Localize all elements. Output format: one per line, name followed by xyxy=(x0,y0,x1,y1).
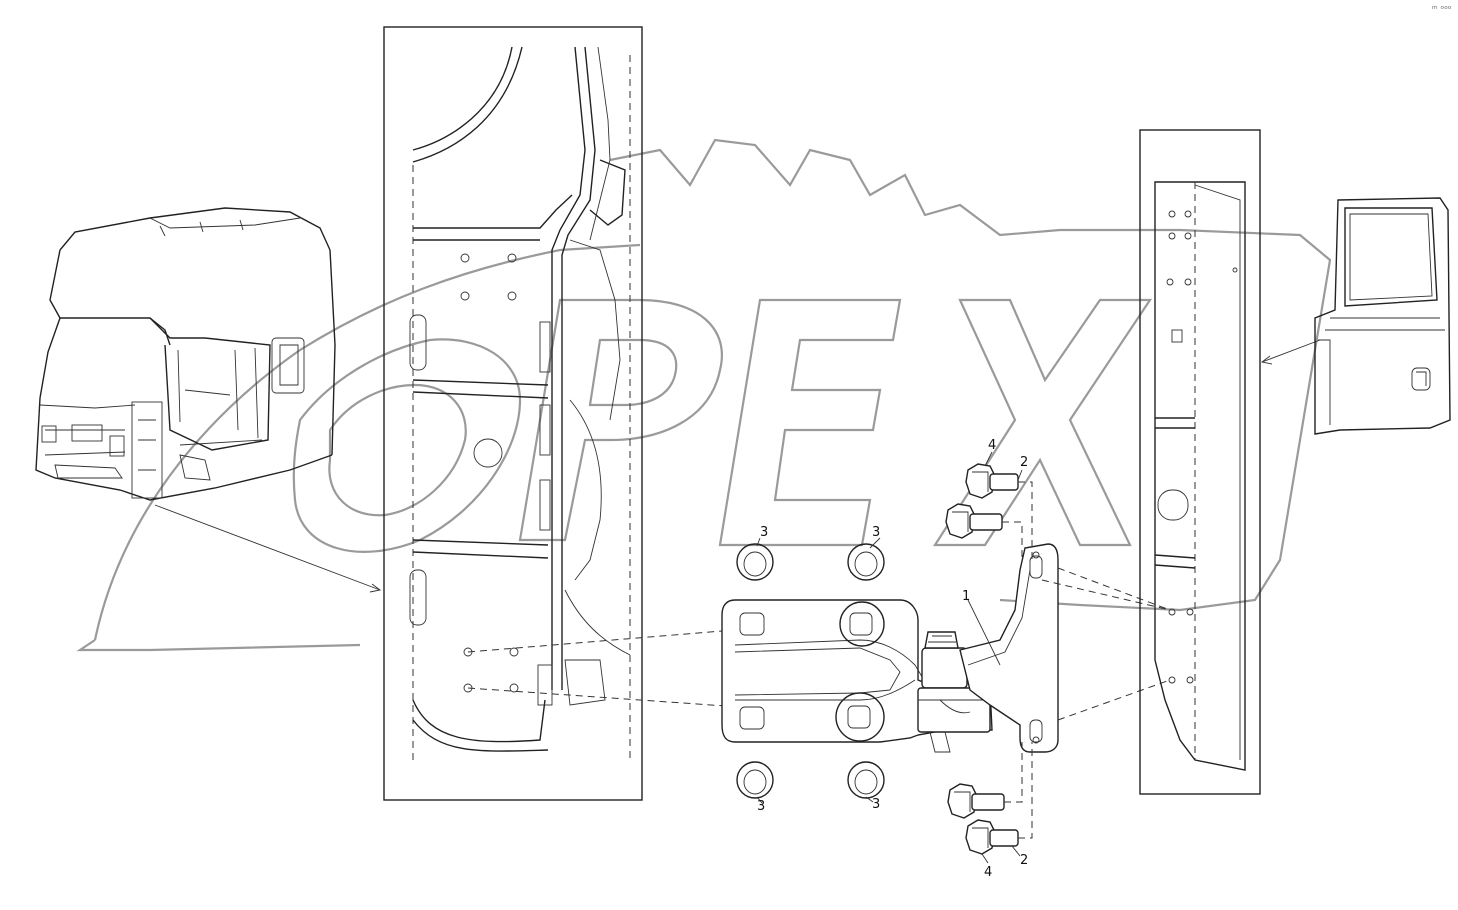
washer-bottom-left xyxy=(736,761,774,799)
leader-cab-to-detail xyxy=(154,504,381,591)
callout-1-hinge: 1 xyxy=(962,589,970,604)
a-pillar-detail-frame xyxy=(383,26,643,801)
door-edge-detail-frame xyxy=(1139,129,1261,795)
callout-2-top: 2 xyxy=(1020,455,1028,470)
bolt-top-1 xyxy=(965,463,1019,499)
callout-3-bottom-left: 3 xyxy=(757,799,765,814)
bolt-bottom-2 xyxy=(965,819,1019,855)
callout-4-bottom: 4 xyxy=(984,865,992,880)
washer-top-left xyxy=(736,543,774,581)
cab-overview-drawing xyxy=(35,207,336,501)
bolt-top-2 xyxy=(945,503,1003,539)
hinge-assembly xyxy=(721,543,1059,753)
opex-watermark xyxy=(76,138,1332,652)
washer-top-right xyxy=(847,543,885,581)
callout-2-bottom: 2 xyxy=(1020,853,1028,868)
corner-mark: ᵐ ᵒᵒᵒ xyxy=(1432,5,1452,15)
callout-3-bottom-right: 3 xyxy=(872,797,880,812)
callout-3-top-left: 3 xyxy=(760,525,768,540)
callout-4-top: 4 xyxy=(988,438,996,453)
door-overview-drawing xyxy=(1314,197,1451,435)
washer-bottom-right xyxy=(847,761,885,799)
callout-3-top-right: 3 xyxy=(872,525,880,540)
bolt-bottom-1 xyxy=(947,783,1005,819)
